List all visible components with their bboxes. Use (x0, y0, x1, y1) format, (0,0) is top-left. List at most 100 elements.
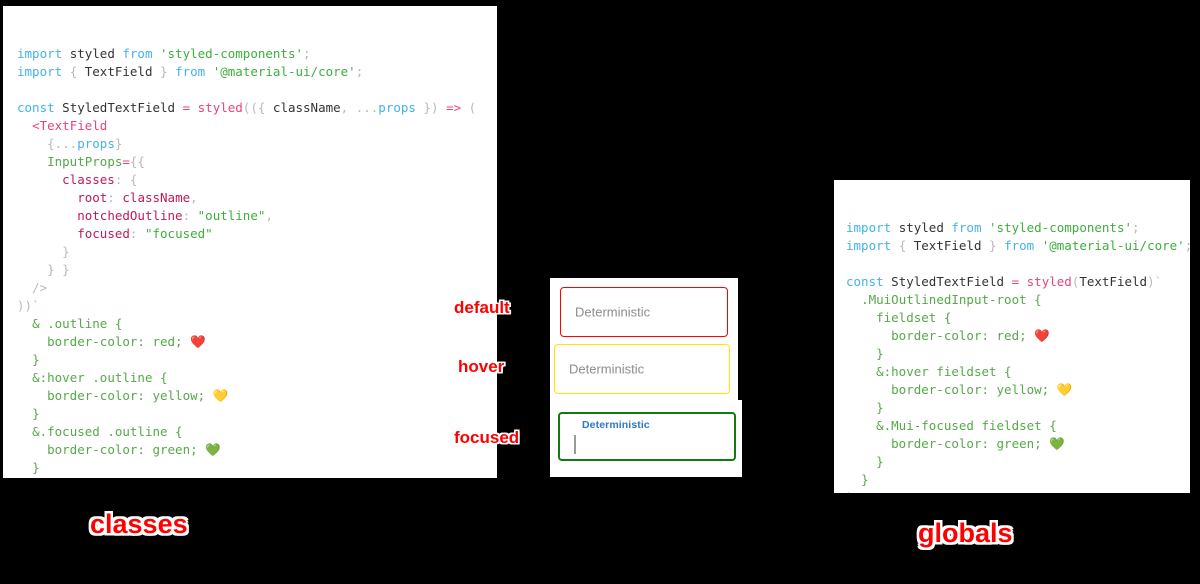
code-token: ; (303, 46, 311, 61)
code-line: border-color: green; 💚 (17, 441, 497, 459)
code-token: } (32, 352, 40, 367)
code-token: : (114, 172, 130, 187)
code-token (846, 346, 876, 361)
code-token: TextField (77, 64, 161, 79)
code-token: TextField (906, 238, 990, 253)
textfield-focused[interactable]: Deterministic (558, 412, 736, 461)
code-token: const (846, 274, 884, 289)
code-token: ; (1185, 238, 1190, 253)
code-token: import (846, 238, 892, 253)
code-token: = (122, 154, 130, 169)
code-line: } (846, 345, 1190, 363)
code-token: styled (197, 100, 243, 115)
code-line: import { TextField } from '@material-ui/… (846, 237, 1190, 255)
textfield-demo-panel-upper: Deterministic Deterministic (550, 278, 738, 400)
code-token: ... (355, 100, 379, 115)
code-line: classes: { (17, 171, 497, 189)
code-token (846, 382, 891, 397)
code-token: focused (77, 226, 130, 241)
code-token (891, 238, 899, 253)
code-token: } (876, 346, 884, 361)
code-line: fieldset { (846, 309, 1190, 327)
code-token: props (378, 100, 416, 115)
code-token (439, 100, 447, 115)
code-token (17, 352, 32, 367)
state-label-hover: hover (458, 357, 505, 376)
code-line: &:hover fieldset { (846, 363, 1190, 381)
code-token: {{ (129, 154, 145, 169)
code-token (17, 208, 77, 223)
code-token (846, 400, 876, 415)
code-line: &.Mui-focused fieldset { (846, 417, 1190, 435)
code-token: } (62, 244, 70, 259)
code-token: notchedOutline (77, 208, 183, 223)
code-token: border-color: green; (47, 442, 206, 457)
heart-icon: 💚 (1049, 436, 1065, 451)
code-token: classes (62, 172, 115, 187)
caption-classes: classes (90, 509, 188, 539)
code-line: } (17, 243, 497, 261)
code-line (17, 81, 497, 99)
code-token: = (182, 100, 191, 115)
code-token: import (17, 64, 63, 79)
code-token: } (876, 400, 884, 415)
code-token: } (32, 460, 40, 475)
code-token (62, 46, 70, 61)
code-token: ... (54, 136, 78, 151)
textfield-demo-panel-lower: Deterministic (550, 400, 742, 477)
code-token: } } (47, 262, 70, 277)
textfield-hover[interactable]: Deterministic (554, 344, 730, 394)
code-line: {...props} (17, 135, 497, 153)
code-token: } (876, 454, 884, 469)
code-token: import (846, 220, 892, 235)
code-token: & .outline { (32, 316, 123, 331)
heart-icon: 💚 (205, 442, 221, 457)
code-token: StyledTextField (54, 100, 183, 115)
code-line: } (17, 351, 497, 369)
code-token: { (257, 100, 273, 115)
code-token (1034, 238, 1042, 253)
code-token: } (861, 472, 869, 487)
code-token: StyledTextField (883, 274, 1012, 289)
code-token: <TextField (32, 118, 108, 133)
textfield-focused-label: Deterministic (578, 420, 654, 431)
code-token: : (107, 190, 123, 205)
code-token: className (122, 190, 191, 205)
code-token (17, 316, 32, 331)
code-panel-classes: import styled from 'styled-components';i… (3, 6, 497, 478)
heart-icon: ❤️ (1034, 328, 1050, 343)
code-token: "outline" (197, 208, 266, 223)
code-token: } (114, 136, 123, 151)
code-token: import (17, 46, 63, 61)
code-token: } (32, 406, 40, 421)
code-line: } (846, 453, 1190, 471)
textfield-default[interactable]: Deterministic (560, 287, 728, 337)
code-token: from (1004, 238, 1035, 253)
code-line: InputProps={{ (17, 153, 497, 171)
code-token: ) (1147, 274, 1155, 289)
text-caret (574, 435, 576, 454)
code-line: notchedOutline: "outline", (17, 207, 497, 225)
state-label-focused: focused (454, 428, 520, 447)
state-label-default: default (454, 298, 510, 317)
code-token: = (1011, 274, 1020, 289)
code-line: root: className, (17, 189, 497, 207)
code-token: ` (32, 298, 40, 313)
code-line: import { TextField } from '@material-ui/… (17, 63, 497, 81)
code-token: className (272, 100, 341, 115)
code-line: const StyledTextField = styled(({ classN… (17, 99, 497, 117)
code-line: /> (17, 279, 497, 297)
code-token: from (951, 220, 982, 235)
code-token (62, 64, 70, 79)
code-line: focused: "focused" (17, 225, 497, 243)
code-token: border-color: yellow; (47, 388, 213, 403)
caption-globals: globals (918, 518, 1013, 548)
code-token: : (182, 208, 198, 223)
code-token (846, 364, 876, 379)
code-token: .MuiOutlinedInput-root { (861, 292, 1042, 307)
code-token: { (898, 238, 907, 253)
code-token: { (129, 172, 138, 187)
code-token: TextField (1079, 274, 1148, 289)
code-token (17, 424, 32, 439)
code-token: const (17, 100, 55, 115)
